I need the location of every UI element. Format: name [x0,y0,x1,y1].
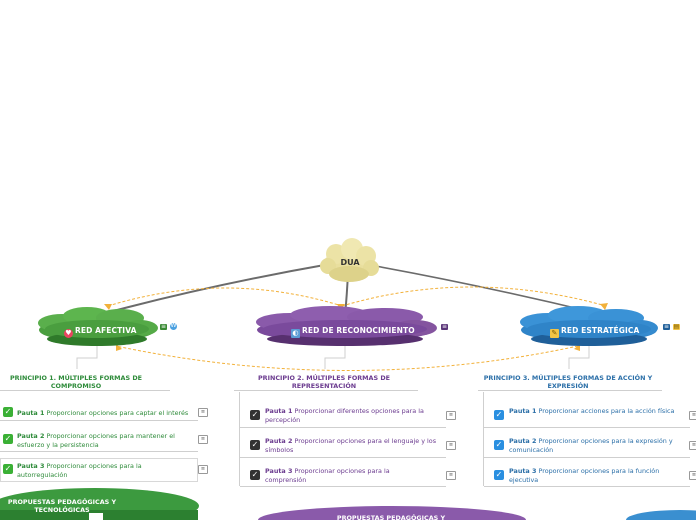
bottom-node-1-shape [0,488,199,520]
cloud-reconocimiento-shape [256,306,437,346]
principle-3-title[interactable]: PRINCIPIO 3. MÚLTIPLES FORMAS DE ACCIÓN … [483,374,653,390]
reconocimiento-icon: ◐ [291,329,300,338]
pauta-1-1[interactable]: Pauta 1 Proporcionar opciones para capta… [17,409,189,417]
note-icon[interactable]: ≡ [689,471,696,480]
note-icon[interactable]: ≡ [446,441,456,450]
pauta-2-2[interactable]: Pauta 2 Proporcionar opciones para el le… [265,437,437,454]
note-icon[interactable]: ≡ [198,465,208,474]
check-icon: ✓ [3,464,13,474]
note-icon[interactable]: ≡ [446,471,456,480]
note-icon[interactable]: ≡ [198,435,208,444]
root-cloud-shape [320,238,379,282]
arrowhead [600,303,608,310]
check-icon: ✓ [250,440,260,450]
bottom-node-3-shape [626,510,696,520]
check-icon: ✓ [494,470,504,480]
image-icon[interactable]: ▤ [673,323,680,330]
pauta-2-3[interactable]: Pauta 3 Proporcionar opciones para la co… [265,467,390,484]
note-icon[interactable]: ≡ [446,411,456,420]
selected-node-box [0,458,198,482]
network-estrategica[interactable]: ✎RED ESTRATÉGICA [550,326,640,338]
relation-afectiva-reconocimiento [107,287,343,307]
note-icon[interactable]: ≡ [198,408,208,417]
pauta-2-1[interactable]: Pauta 1 Proporcionar diferentes opciones… [265,407,424,424]
wordpress-icon[interactable]: W [170,322,177,330]
bottom-node-2-label[interactable]: PROPUESTAS PEDAGÓGICAS Y [336,514,446,522]
pauta-1-2[interactable]: Pauta 2 Proporcionar opciones para mante… [17,432,175,449]
edit-icon: ✎ [550,329,559,338]
pauta-3-1[interactable]: Pauta 1 Proporcionar acciones para la ac… [509,407,675,415]
check-icon: ✓ [3,407,13,417]
bottom-node-2-shape [258,506,526,520]
note-icon[interactable]: ≡ [663,323,670,330]
relation-reconocimiento-estrategica [341,286,607,307]
principle-2-title[interactable]: PRINCIPIO 2. MÚLTIPLES FORMAS DE REPRESE… [258,374,390,390]
pauta-3-2[interactable]: Pauta 2 Proporcionar opciones para la ex… [509,437,673,454]
network-reconocimiento[interactable]: ◐RED DE RECONOCIMIENTO [291,326,415,338]
check-icon: ✓ [3,434,13,444]
network-afectiva[interactable]: ♥RED AFECTIVA [64,326,137,338]
link-root-afectiva [97,263,331,316]
heart-icon: ♥ [64,329,73,338]
bottom-node-1-label[interactable]: PROPUESTAS PEDAGÓGICAS Y TECNOLÓGICAS [7,498,117,514]
check-icon: ✓ [494,410,504,420]
root-node-label[interactable]: DUA [340,258,360,267]
note-icon[interactable]: ≡ [441,323,448,330]
link-root-estrategica [369,264,593,313]
arrowhead [116,344,122,351]
note-icon[interactable]: ≡ [160,323,167,330]
check-icon: ✓ [494,440,504,450]
relation-estrategica-afectiva [115,345,579,371]
check-icon: ✓ [250,410,260,420]
arrowhead [104,304,112,310]
check-icon: ✓ [250,470,260,480]
note-icon[interactable]: ≡ [689,411,696,420]
pauta-3-3[interactable]: Pauta 3 Proporcionar opciones para la fu… [509,467,660,484]
principle-1-title[interactable]: PRINCIPIO 1. MÚLTIPLES FORMAS DE COMPROM… [10,374,142,390]
pauta-1-3[interactable]: Pauta 3 Proporcionar opciones para la au… [17,462,142,479]
note-icon[interactable]: ≡ [689,441,696,450]
